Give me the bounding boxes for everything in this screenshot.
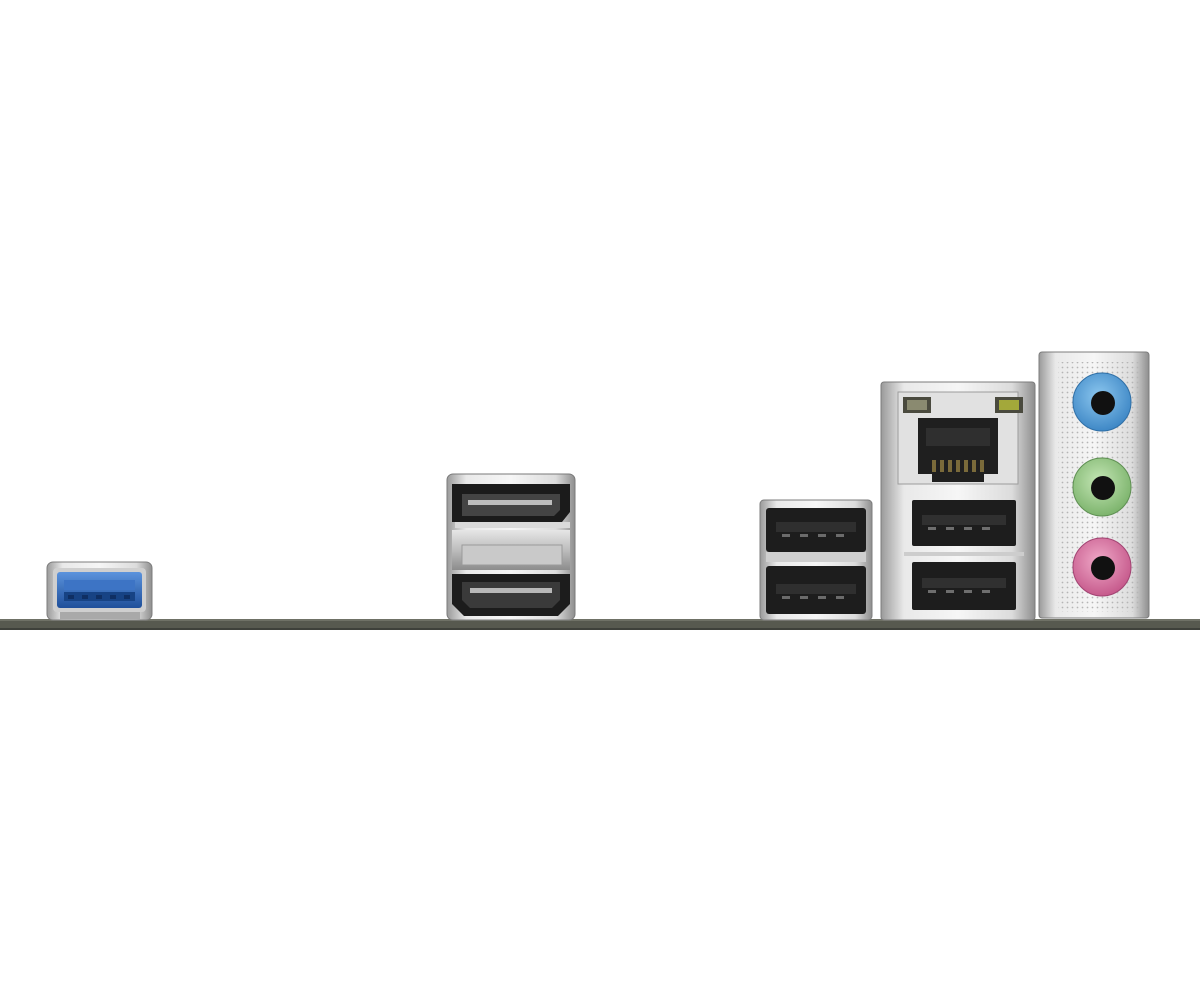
usb2-port-upper xyxy=(912,500,1016,546)
audio-jack-green xyxy=(1072,457,1132,517)
usb2-dual-stack-left xyxy=(759,499,873,621)
audio-jack-blue xyxy=(1072,372,1132,432)
displayport-hdmi-stack xyxy=(446,473,576,621)
displayport-port xyxy=(452,484,570,528)
audio-jack-bracket xyxy=(1038,351,1150,619)
lan-usb-stack xyxy=(880,381,1036,621)
hdmi-port xyxy=(452,574,570,616)
usb2-port-top xyxy=(766,508,866,552)
usb2-port-bottom xyxy=(766,566,866,614)
usb2-port-lower xyxy=(912,562,1016,610)
usb3-port xyxy=(46,561,153,621)
lan-port xyxy=(897,391,1023,485)
pcb-board xyxy=(0,619,1200,630)
audio-jack-pink xyxy=(1072,537,1132,597)
